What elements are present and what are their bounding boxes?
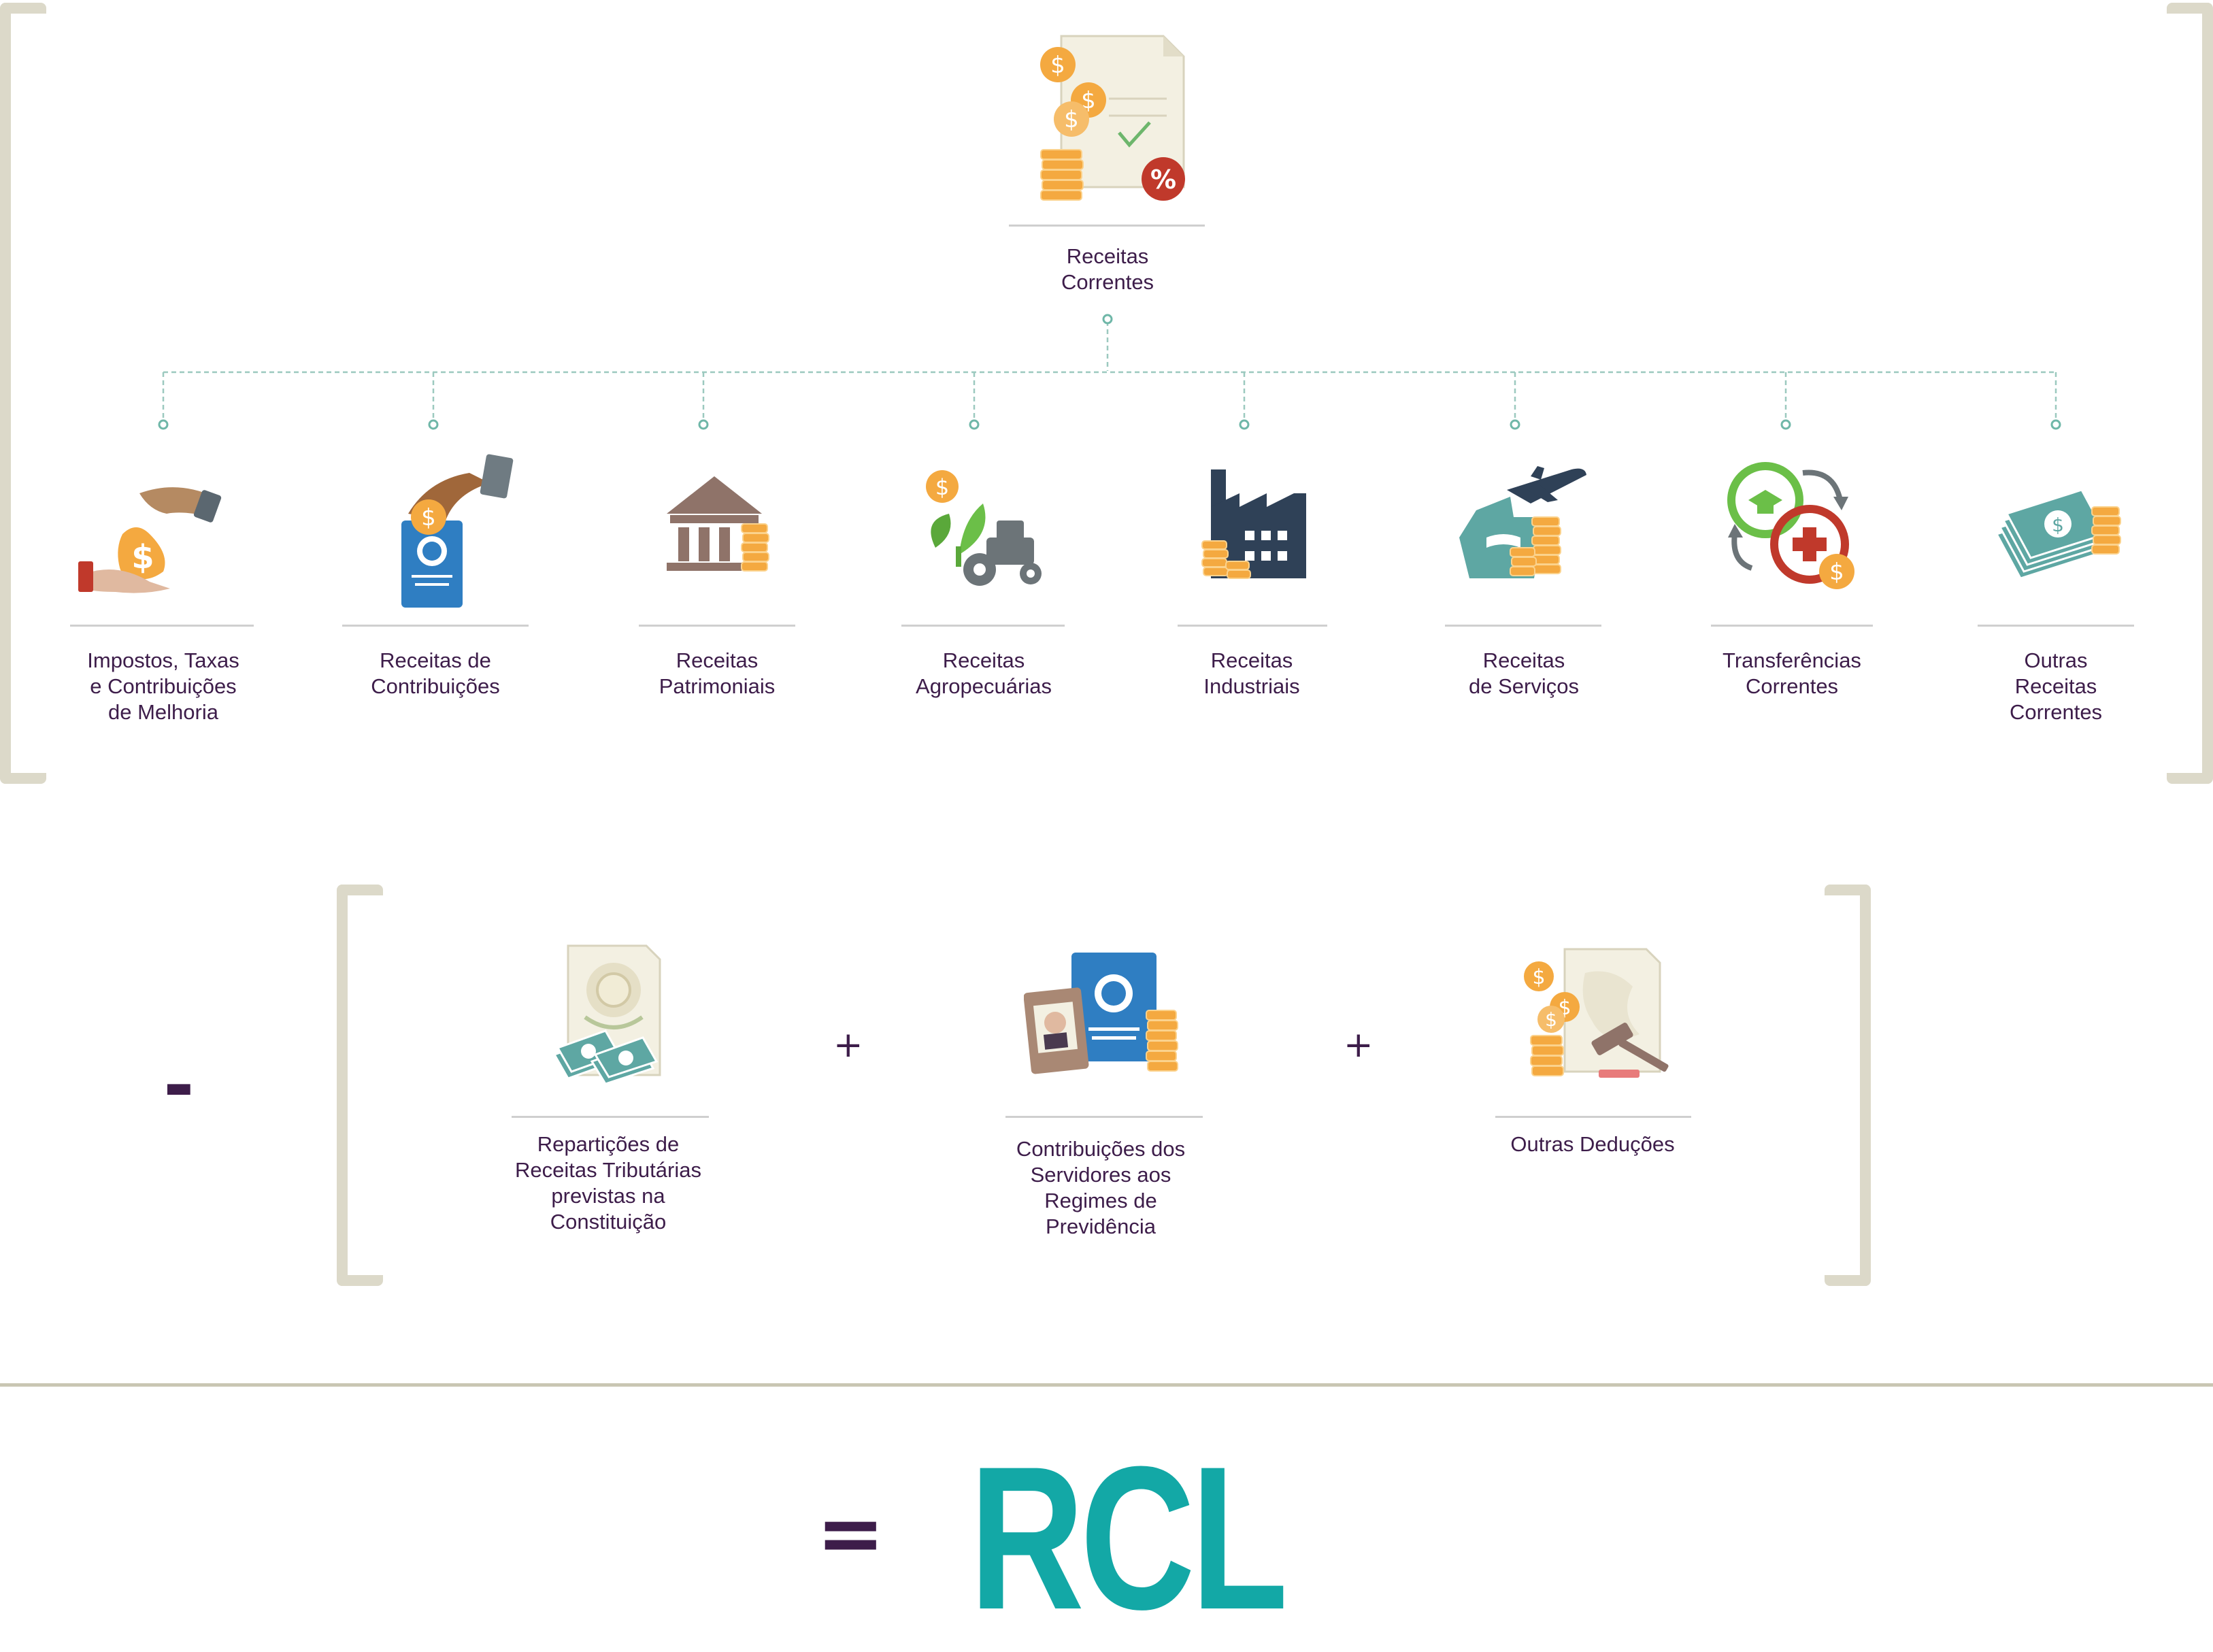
- deduction-bracket-right: [1825, 885, 1871, 1286]
- node-outras-deducoes: Outras Deduções: [1510, 1132, 1675, 1156]
- svg-text:$: $: [935, 474, 949, 500]
- node-transferencias-correntes: Transferências Correntes: [1723, 648, 1861, 698]
- divider: [1495, 1116, 1691, 1118]
- node-receitas-industriais: Receitas Industriais: [1203, 648, 1300, 698]
- divider: [342, 625, 529, 627]
- divider: [70, 625, 254, 627]
- minus-operator: -: [163, 1042, 195, 1129]
- svg-text:$: $: [1545, 1008, 1557, 1031]
- node-receitas-contribuicoes: Receitas de Contribuições: [371, 648, 500, 698]
- top-bracket-left: [0, 3, 46, 784]
- divider: [1711, 625, 1873, 627]
- hand-money-bag-icon: $: [78, 487, 222, 593]
- plus-operator: +: [1344, 1025, 1374, 1065]
- divider: [901, 625, 1065, 627]
- node-receitas-agropecuarias: Receitas Agropecuárias: [916, 648, 1052, 698]
- equals-operator: =: [816, 1487, 885, 1581]
- factory-icon: [1201, 469, 1306, 579]
- result-rcl: RCL: [969, 1423, 1288, 1652]
- work-card-coin-icon: $: [401, 454, 514, 608]
- node-receitas-servicos: Receitas de Serviços: [1469, 648, 1579, 698]
- constitution-cash-icon: [552, 944, 661, 1085]
- gavel-document-icon: $ $ $: [1524, 948, 1669, 1078]
- svg-text:$: $: [1050, 52, 1065, 79]
- transfer-cycle-icon: $: [1727, 462, 1854, 589]
- divider: [1445, 625, 1601, 627]
- node-receitas-patrimoniais: Receitas Patrimoniais: [659, 648, 776, 698]
- svg-text:$: $: [2052, 514, 2064, 536]
- divider: [1009, 225, 1205, 227]
- svg-text:$: $: [421, 504, 436, 531]
- svg-text:$: $: [1532, 965, 1545, 989]
- result-divider: [0, 1383, 2213, 1387]
- node-receitas-correntes: Receitas Correntes: [1061, 244, 1154, 294]
- divider: [512, 1116, 709, 1118]
- connector-tree: [158, 314, 2061, 430]
- tractor-plant-icon: $: [926, 470, 1042, 586]
- top-bracket-right: [2167, 3, 2213, 784]
- revenue-document-icon: $ $ $ %: [1040, 35, 1185, 201]
- svg-text:$: $: [1064, 106, 1079, 133]
- node-contribuicoes-servidores: Contribuições dos Servidores aos Regimes…: [1016, 1137, 1186, 1238]
- svg-text:%: %: [1150, 165, 1176, 195]
- node-impostos: Impostos, Taxas e Contribuições de Melho…: [87, 648, 239, 724]
- deduction-bracket-left: [337, 885, 383, 1286]
- ship-plane-icon: [1459, 466, 1586, 578]
- divider: [1178, 625, 1327, 627]
- cash-stack-icon: $: [1995, 489, 2121, 580]
- node-outras-receitas-correntes: Outras Receitas Correntes: [2009, 648, 2103, 724]
- pension-card-icon: [1024, 953, 1178, 1074]
- svg-text:$: $: [1829, 559, 1844, 586]
- bank-building-icon: [667, 476, 769, 572]
- node-reparticoes-receitas: Repartições de Receitas Tributárias prev…: [515, 1132, 701, 1234]
- plus-operator: +: [833, 1025, 863, 1065]
- svg-text:$: $: [131, 538, 154, 576]
- divider: [1005, 1116, 1203, 1118]
- divider: [639, 625, 795, 627]
- divider: [1978, 625, 2134, 627]
